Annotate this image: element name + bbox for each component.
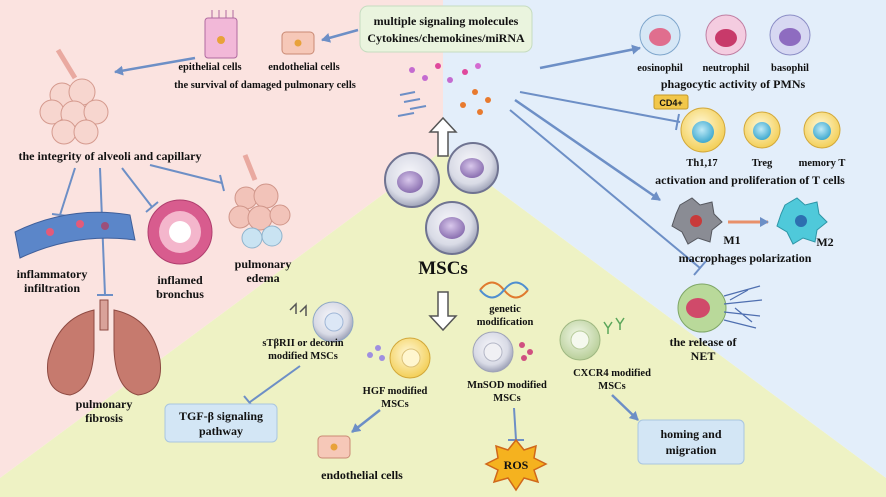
net-label-2: NET — [691, 349, 716, 363]
net-label-1: the release of — [669, 335, 737, 349]
endothelial-label: endothelial cells — [268, 62, 339, 73]
bronchus-label-2: bronchus — [156, 287, 204, 301]
stbrii-label-2: modified MSCs — [268, 351, 338, 362]
genetic-label-2: modification — [477, 317, 534, 328]
up-arrow — [428, 116, 458, 157]
tgf-label-2: pathway — [199, 424, 243, 438]
th-label: Th1,17 — [686, 158, 717, 169]
arrow-to-endothelial — [321, 28, 359, 43]
fibrosis-label-1: pulmonary — [76, 397, 133, 411]
neutrophil-icon — [705, 14, 747, 56]
mnsod-label-2: MSCs — [493, 393, 520, 404]
inhibit-ros-line — [513, 407, 517, 441]
genetic-label-1: genetic — [489, 304, 521, 315]
down-arrow — [428, 291, 458, 332]
basophil-label: basophil — [771, 63, 809, 74]
arrow-to-macrophage — [514, 98, 661, 202]
hgf-label-2: MSCs — [381, 399, 408, 410]
cxcr4-msc-icon — [559, 317, 625, 361]
treg-cell-icon — [743, 111, 781, 149]
ros-label: ROS — [504, 458, 529, 472]
th-cell-icon — [680, 107, 726, 153]
basophil-icon — [769, 14, 811, 56]
alveoli-icon — [39, 48, 109, 145]
infiltration-label-2: infiltration — [24, 281, 80, 295]
infiltration-label-1: inflammatory — [17, 267, 88, 281]
cxcr4-label-1: CXCR4 modified — [573, 368, 651, 379]
mnsod-label-1: MnSOD modified — [467, 380, 547, 391]
cd4-badge — [653, 94, 689, 110]
neutrophil-label: neutrophil — [702, 63, 749, 74]
edema-icon — [228, 154, 291, 249]
bronchus-icon — [147, 199, 213, 265]
endothelial-bottom-label: endothelial cells — [321, 468, 403, 482]
net-icon — [677, 283, 763, 333]
arrow-hgf-to-endothelial — [351, 409, 381, 433]
ros-burst — [484, 438, 548, 492]
m1-macrophage-icon — [671, 197, 723, 245]
arrow-to-alveoli — [114, 56, 196, 76]
msc-cell-cluster — [384, 142, 499, 255]
arrow-to-homing — [611, 394, 639, 421]
stbrii-label-1: sTβRII or decorin — [262, 338, 343, 349]
epithelial-label: epithelial cells — [178, 62, 241, 73]
inhibition-lines-right — [509, 91, 707, 276]
macrophage-label: macrophages polarization — [679, 251, 812, 265]
endothelial-cells-icon — [281, 31, 315, 55]
tcell-label: activation and proliferation of T cells — [655, 173, 845, 187]
cxcr4-label-2: MSCs — [598, 381, 625, 392]
integrity-label: the integrity of alveoli and capillary — [19, 149, 202, 163]
fibrosis-label-2: fibrosis — [85, 411, 123, 425]
signaling-line-1: multiple signaling molecules — [374, 14, 519, 28]
homing-label-2: migration — [666, 443, 717, 457]
m1-label: M1 — [723, 233, 740, 247]
signaling-box — [359, 5, 533, 53]
survival-label: the survival of damaged pulmonary cells — [174, 80, 356, 91]
epithelial-cells-icon — [204, 10, 238, 59]
edema-label-1: pulmonary — [235, 257, 292, 271]
m2-label: M2 — [816, 235, 833, 249]
treg-label: Treg — [752, 158, 773, 169]
m2-macrophage-icon — [776, 197, 828, 245]
eosinophil-label: eosinophil — [637, 63, 683, 74]
tgf-box — [164, 403, 278, 443]
inhibit-tgf-line — [249, 365, 301, 403]
edema-label-2: edema — [246, 271, 279, 285]
lungs-icon — [46, 299, 162, 396]
mnsod-msc-icon — [472, 331, 533, 373]
eosinophil-icon — [639, 14, 681, 56]
signaling-line-2: Cytokines/chemokines/miRNA — [367, 31, 525, 45]
bronchus-label-1: inflamed — [157, 273, 203, 287]
endothelial-cells-bottom-icon — [317, 435, 351, 459]
stbrii-msc-icon — [289, 301, 385, 361]
hgf-msc-icon — [389, 337, 431, 379]
arrow-to-pmns — [539, 44, 641, 70]
memory-t-label: memory T — [799, 158, 846, 169]
phagocytic-label: phagocytic activity of PMNs — [661, 77, 806, 91]
msc-title: MSCs — [418, 258, 468, 279]
homing-box — [637, 419, 745, 465]
hgf-label-1: HGF modified — [363, 386, 428, 397]
dna-icon — [479, 281, 529, 299]
vessel-infiltration-icon — [14, 211, 136, 259]
memory-t-cell-icon — [803, 111, 841, 149]
left-region — [0, 0, 443, 478]
signaling-molecules — [397, 63, 491, 117]
tgf-label-1: TGF-β signaling — [179, 409, 263, 423]
cd4-label: CD4+ — [659, 98, 682, 108]
homing-label-1: homing and — [660, 427, 721, 441]
